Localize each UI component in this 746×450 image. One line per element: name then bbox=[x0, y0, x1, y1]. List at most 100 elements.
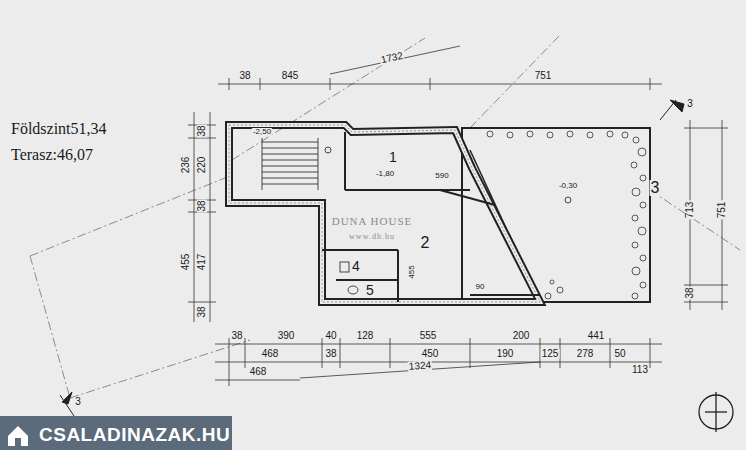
section-markers-part bbox=[670, 100, 684, 112]
dimension-lines-part bbox=[194, 112, 195, 322]
terrace-outline-part-part bbox=[547, 132, 553, 138]
terrace-outline-part-part bbox=[487, 131, 493, 137]
dimension-lines-part bbox=[684, 302, 728, 303]
room-label: 5 bbox=[365, 283, 375, 297]
north-arrow-part bbox=[715, 392, 716, 432]
stairs-part bbox=[262, 160, 318, 161]
room-label: -1,80 bbox=[375, 170, 395, 178]
terrace-outline-part-part bbox=[632, 267, 640, 275]
dimension-label: 38 bbox=[324, 349, 337, 359]
room-label: -0,30 bbox=[558, 182, 578, 190]
fixtures bbox=[325, 147, 571, 294]
dimension-label: 845 bbox=[281, 71, 300, 81]
terrace-outline-part-part bbox=[550, 280, 554, 284]
room-label: 590 bbox=[434, 172, 449, 180]
room-label: 1 bbox=[388, 150, 398, 164]
dimension-label: 38 bbox=[197, 124, 207, 137]
terrace-outline-part-part bbox=[587, 132, 593, 138]
site-dashed-lines-part bbox=[650, 190, 740, 250]
watermark: DUNA HOUSE bbox=[331, 216, 414, 227]
stairs-part bbox=[262, 184, 318, 185]
dimension-label: 236 bbox=[181, 156, 191, 175]
terrace-outline-part-part bbox=[632, 242, 638, 248]
dimension-lines-part bbox=[610, 338, 611, 368]
terrace-outline-part-part bbox=[640, 175, 646, 181]
dimension-label: 3 bbox=[686, 99, 694, 109]
dimension-label: 555 bbox=[419, 331, 438, 341]
interior-walls-part bbox=[440, 190, 495, 205]
room-label: 90 bbox=[475, 283, 486, 291]
stairs-part bbox=[262, 166, 318, 167]
area-note: Földszint51,34 bbox=[10, 121, 108, 137]
fixtures-part bbox=[348, 286, 358, 294]
dimension-label: 751 bbox=[534, 71, 553, 81]
terrace-outline-part-part bbox=[631, 162, 637, 168]
dimension-lines-part bbox=[188, 138, 216, 139]
dimension-label: 390 bbox=[277, 331, 296, 341]
terrace-outline-part-part bbox=[640, 282, 646, 288]
dimension-lines-part bbox=[210, 112, 211, 322]
dimension-label: 50 bbox=[613, 349, 626, 359]
dimension-lines-part bbox=[229, 338, 230, 386]
interior-walls-part bbox=[344, 132, 346, 190]
stairs-part bbox=[262, 148, 318, 149]
terrace-outline-part-part bbox=[557, 287, 563, 293]
terrace-outline-part-part bbox=[545, 293, 551, 299]
watermark: www.dh.hu bbox=[348, 233, 396, 241]
interior-walls-part bbox=[470, 294, 540, 296]
area-note: Terasz:46,07 bbox=[10, 147, 94, 163]
site-dashed-lines-part bbox=[30, 176, 230, 256]
dimension-label: 128 bbox=[356, 331, 375, 341]
dimension-label: 455 bbox=[181, 253, 191, 272]
dimension-lines-part bbox=[215, 380, 300, 381]
building-walls-part bbox=[229, 125, 540, 302]
dimension-label: 38 bbox=[197, 305, 207, 318]
interior-walls-part bbox=[336, 279, 398, 281]
dimension-lines-part bbox=[215, 344, 662, 345]
building-walls-part bbox=[229, 125, 540, 302]
fixtures-part bbox=[325, 147, 331, 153]
dimension-label: 468 bbox=[261, 349, 280, 359]
dimension-lines-part bbox=[330, 78, 331, 90]
dimension-label: 441 bbox=[587, 331, 606, 341]
interior-walls-part bbox=[345, 189, 470, 191]
dimension-label: 468 bbox=[249, 367, 268, 377]
dimension-label: 38 bbox=[238, 71, 251, 81]
dimension-lines-part bbox=[322, 338, 323, 368]
stairs-part bbox=[318, 138, 319, 190]
dimension-label: 113 bbox=[631, 365, 649, 375]
terrace-outline-part-part bbox=[632, 188, 640, 196]
stairs-part bbox=[262, 138, 263, 190]
dimension-lines-part bbox=[245, 338, 246, 368]
stairs-part bbox=[262, 178, 318, 179]
dimension-label: 1324 bbox=[408, 360, 433, 372]
interior-walls-part bbox=[322, 249, 398, 251]
stairs bbox=[262, 138, 318, 190]
room-label: 455 bbox=[408, 264, 416, 279]
fixtures-part bbox=[565, 197, 571, 203]
dimension-label: 125 bbox=[541, 349, 560, 359]
dimension-label: 190 bbox=[496, 349, 515, 359]
dimension-lines-part bbox=[340, 338, 341, 368]
dimension-lines-part bbox=[390, 338, 391, 368]
terrace-outline-part-part bbox=[527, 131, 533, 137]
banner-part bbox=[15, 438, 21, 446]
interior-walls-part bbox=[397, 250, 399, 302]
site-dashed-lines-part bbox=[470, 35, 560, 128]
terrace-outline-part-part bbox=[638, 227, 646, 235]
room-label: 2 bbox=[420, 235, 431, 251]
dimension-lines-part bbox=[215, 362, 662, 363]
stairs-part bbox=[262, 154, 318, 155]
banner bbox=[0, 416, 232, 450]
room-label: 4 bbox=[351, 259, 361, 273]
dimension-lines-part bbox=[560, 338, 561, 368]
interior-walls bbox=[322, 132, 540, 302]
terrace-outline-part-part bbox=[622, 132, 628, 138]
dimension-label: 450 bbox=[421, 349, 440, 359]
stairs-part bbox=[262, 172, 318, 173]
dimension-label: 417 bbox=[197, 253, 207, 272]
dimension-label: 38 bbox=[197, 199, 207, 212]
dimension-lines-part bbox=[684, 285, 728, 286]
dimension-label: 38 bbox=[230, 331, 243, 341]
